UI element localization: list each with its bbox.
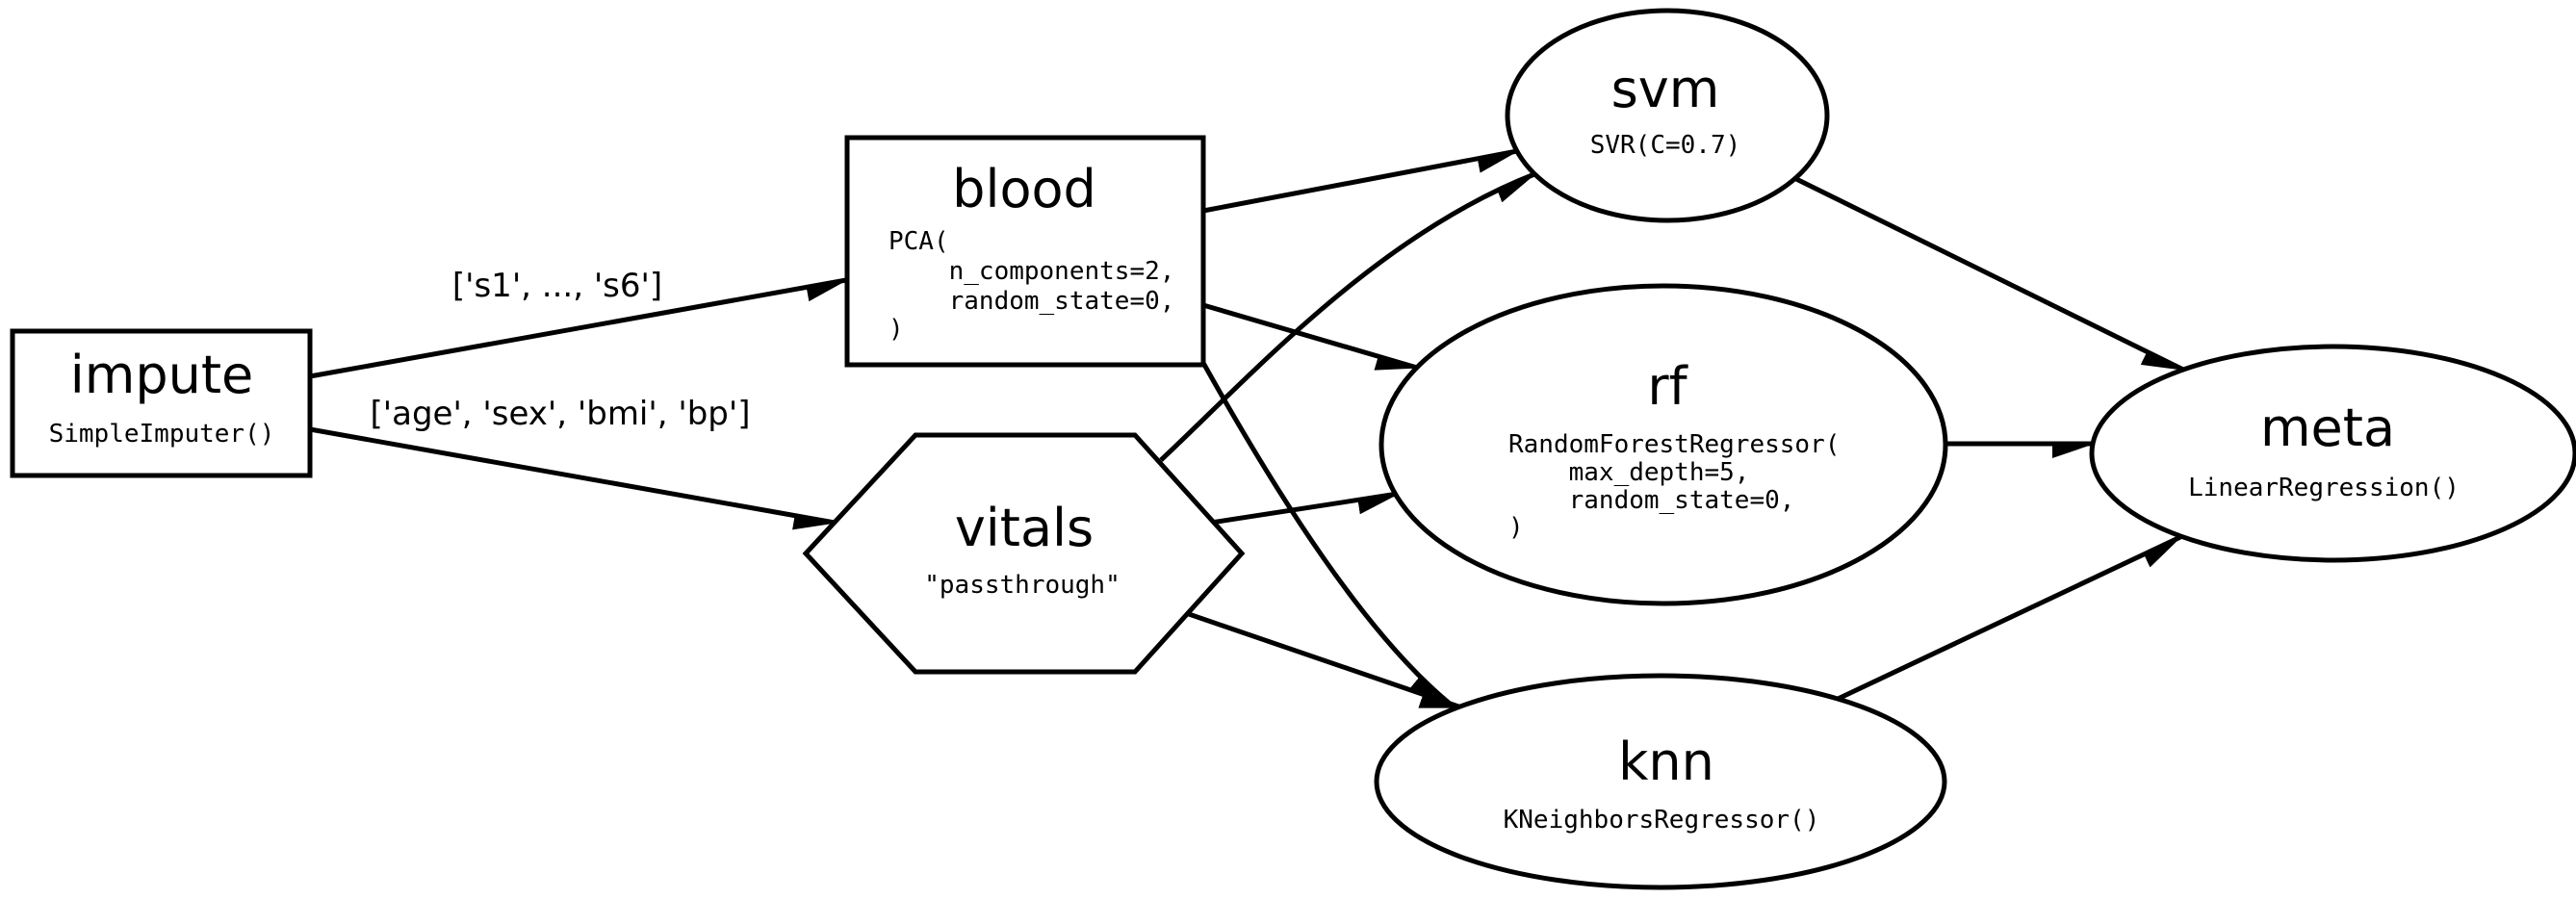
edge-impute-blood xyxy=(309,277,846,379)
blood-box-shape xyxy=(844,135,1206,368)
rf-ellipse-shape xyxy=(1378,283,1948,606)
edge-blood-knn xyxy=(1200,361,1452,706)
node-meta: meta LinearRegression() xyxy=(2089,344,2576,563)
node-vitals: vitals "passthrough" xyxy=(802,432,1246,675)
meta-estimator-code: LinearRegression() xyxy=(2188,474,2460,502)
knn-title: knn xyxy=(1618,732,1714,792)
rf-title: rf xyxy=(1647,356,1688,417)
edge-vitals-svm xyxy=(1159,171,1534,462)
knn-estimator-code: KNeighborsRegressor() xyxy=(1504,806,1820,835)
node-blood: blood PCA( n_components=2, random_state=… xyxy=(844,135,1206,368)
edge-label-columns-s1-s6: ['s1', ..., 's6'] xyxy=(452,267,662,305)
blood-code-line-3: random_state=0, xyxy=(889,287,1174,316)
rf-code-line-1: RandomForestRegressor( xyxy=(1508,430,1840,459)
vitals-hexagon-shape xyxy=(802,432,1246,675)
impute-title: impute xyxy=(70,345,254,405)
rf-code-line-4: ) xyxy=(1508,513,1524,542)
edge-vitals-rf xyxy=(1210,491,1398,526)
edge-knn-meta xyxy=(1832,534,2180,704)
svm-estimator-code: SVR(C=0.7) xyxy=(1590,131,1741,160)
edge-blood-rf xyxy=(1202,302,1417,368)
edge-blood-svm xyxy=(1202,148,1517,214)
rf-code-line-3: random_state=0, xyxy=(1508,486,1794,515)
blood-code-line-1: PCA( xyxy=(889,227,949,256)
blood-code-line-2: n_components=2, xyxy=(889,257,1174,286)
blood-code-line-4: ) xyxy=(889,315,904,344)
edge-label-columns-age-sex-bmi-bp: ['age', 'sex', 'bmi', 'bp'] xyxy=(371,395,751,433)
meta-title: meta xyxy=(2260,398,2395,458)
vitals-title: vitals xyxy=(955,498,1094,558)
svm-ellipse-shape xyxy=(1505,8,1830,223)
impute-estimator-code: SimpleImputer() xyxy=(49,420,275,449)
node-svm: svm SVR(C=0.7) xyxy=(1505,8,1830,223)
meta-ellipse-shape xyxy=(2089,344,2576,563)
impute-box-shape xyxy=(10,328,313,478)
edge-impute-vitals xyxy=(309,426,835,523)
blood-title: blood xyxy=(952,159,1096,219)
rf-code-line-2: max_depth=5, xyxy=(1508,458,1749,487)
node-knn: knn KNeighborsRegressor() xyxy=(1374,673,1947,890)
node-impute: impute SimpleImputer() xyxy=(10,328,313,478)
svm-title: svm xyxy=(1611,59,1720,119)
edges: ['s1', ..., 's6'] ['age', 'sex', 'bmi', … xyxy=(309,148,2183,710)
vitals-estimator-code: "passthrough" xyxy=(924,571,1121,600)
edge-vitals-knn xyxy=(1188,611,1461,710)
knn-ellipse-shape xyxy=(1374,673,1947,890)
node-rf: rf RandomForestRegressor( max_depth=5, r… xyxy=(1378,283,1948,606)
edge-svm-meta xyxy=(1790,174,2183,372)
